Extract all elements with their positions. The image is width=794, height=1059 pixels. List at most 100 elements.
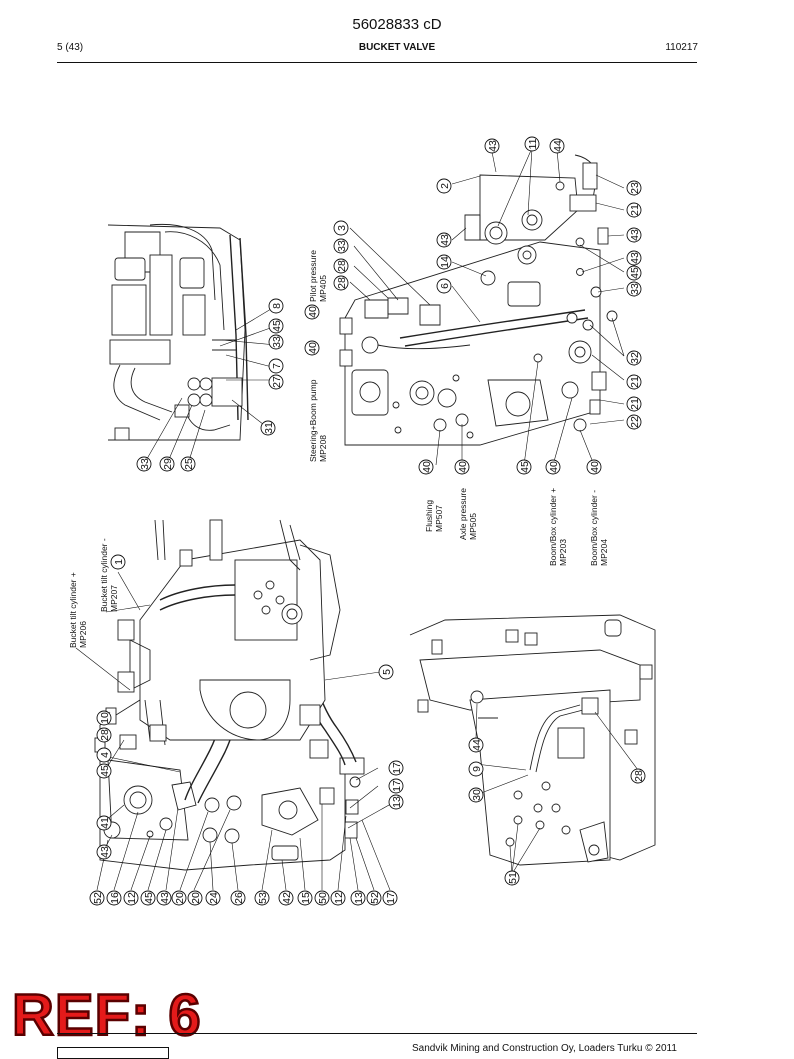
callout-2: 2 (436, 178, 452, 194)
mp-label-line: MP203 (558, 539, 568, 566)
callout-21: 21 (626, 396, 642, 412)
page-title: BUCKET VALVE (358, 42, 436, 53)
svg-text:Steering+Boom pumpMP208: Steering+Boom pumpMP208 (308, 379, 328, 462)
svg-text:9: 9 (471, 766, 483, 772)
svg-text:21: 21 (629, 376, 641, 388)
mp-label-mp207: Bucket tilt cylinder -MP207 (99, 538, 119, 612)
svg-text:43: 43 (629, 252, 641, 264)
callout-20: 20 (187, 890, 203, 906)
svg-text:52: 52 (92, 892, 104, 904)
document-number: 56028833 cD (352, 16, 442, 33)
svg-text:43: 43 (487, 140, 499, 152)
mp-label-line: MP204 (599, 539, 609, 566)
view-top-right (339, 154, 618, 446)
footer-divider (57, 1033, 697, 1034)
callout-40: 40 (418, 459, 434, 475)
svg-text:25: 25 (183, 458, 195, 470)
callout-43: 43 (484, 138, 500, 154)
view-left-main (94, 519, 365, 871)
ref-stamp: REF: 6 (11, 983, 202, 1048)
svg-text:3: 3 (336, 225, 348, 231)
callout-21: 21 (626, 374, 642, 390)
view-top-left (107, 223, 249, 441)
svg-text:51: 51 (507, 872, 519, 884)
callout-15: 15 (297, 890, 313, 906)
callout-41: 41 (96, 815, 112, 831)
mp-label-mp203: Boom/Box cylinder +MP203 (548, 488, 568, 566)
svg-text:10: 10 (99, 712, 111, 724)
svg-text:Bucket tilt cylinder -MP207: Bucket tilt cylinder -MP207 (99, 538, 119, 612)
callout-17: 17 (382, 890, 398, 906)
svg-text:28: 28 (99, 729, 111, 741)
mp-label-mp405: Pilot pressureMP405 (308, 250, 328, 302)
svg-text:43: 43 (159, 892, 171, 904)
svg-text:7: 7 (271, 363, 283, 369)
leader-lines (96, 147, 639, 891)
svg-text:40: 40 (457, 461, 469, 473)
callout-50: 50 (314, 890, 330, 906)
svg-text:16: 16 (109, 892, 121, 904)
svg-text:17: 17 (385, 892, 397, 904)
svg-text:32: 32 (629, 352, 641, 364)
svg-text:31: 31 (263, 422, 275, 434)
callout-21: 21 (626, 202, 642, 218)
svg-text:33: 33 (336, 240, 348, 252)
svg-text:50: 50 (317, 892, 329, 904)
callout-14: 14 (436, 254, 452, 270)
mp-label-line: MP405 (318, 275, 328, 302)
company-logo (57, 1047, 169, 1059)
view-right-main (409, 614, 656, 866)
svg-text:4: 4 (99, 752, 111, 758)
svg-text:43: 43 (99, 846, 111, 858)
callout-33: 33 (626, 281, 642, 297)
callout-43: 43 (156, 890, 172, 906)
callout-33: 33 (136, 456, 152, 472)
svg-text:43: 43 (629, 229, 641, 241)
mp-label-mp505: Axle pressureMP505 (458, 488, 478, 540)
svg-text:40: 40 (307, 342, 319, 354)
callout-28: 28 (333, 258, 349, 274)
svg-text:45: 45 (519, 461, 531, 473)
svg-text:1: 1 (113, 559, 125, 565)
callout-45: 45 (626, 265, 642, 281)
svg-text:14: 14 (439, 256, 451, 268)
callout-7: 7 (268, 358, 284, 374)
callout-32: 32 (626, 350, 642, 366)
callout-40: 40 (586, 459, 602, 475)
svg-text:44: 44 (471, 739, 483, 751)
svg-text:28: 28 (336, 260, 348, 272)
callout-3: 3 (333, 220, 349, 236)
callout-23: 23 (626, 180, 642, 196)
mp-label-mp206: Bucket tilt cylinder +MP206 (68, 572, 88, 648)
callout-17: 17 (388, 760, 404, 776)
svg-text:28: 28 (336, 277, 348, 289)
document-date: 110217 (665, 42, 698, 53)
mp-label-line: Bucket tilt cylinder +MP206 (68, 572, 88, 648)
callout-40: 40 (454, 459, 470, 475)
svg-text:24: 24 (208, 892, 220, 904)
callout-27: 27 (268, 374, 284, 390)
svg-text:53: 53 (257, 892, 269, 904)
callout-10: 10 (96, 710, 112, 726)
callout-28: 28 (96, 727, 112, 743)
svg-text:43: 43 (439, 234, 451, 246)
callout-40: 40 (304, 340, 320, 356)
callout-45: 45 (140, 890, 156, 906)
callout-24: 24 (205, 890, 221, 906)
header-divider (57, 62, 697, 63)
svg-text:33: 33 (629, 283, 641, 295)
svg-text:21: 21 (629, 398, 641, 410)
callout-33: 33 (333, 238, 349, 254)
callout-30: 30 (468, 787, 484, 803)
callout-11: 11 (524, 136, 540, 152)
svg-text:11: 11 (527, 138, 539, 149)
callout-31: 31 (260, 420, 276, 436)
svg-text:41: 41 (99, 817, 111, 829)
callout-13: 13 (388, 794, 404, 810)
callout-9: 9 (468, 761, 484, 777)
svg-text:45: 45 (143, 892, 155, 904)
callout-26: 26 (230, 890, 246, 906)
callout-51: 51 (504, 870, 520, 886)
svg-text:Boom/Box cylinder -MP204: Boom/Box cylinder -MP204 (589, 490, 609, 566)
